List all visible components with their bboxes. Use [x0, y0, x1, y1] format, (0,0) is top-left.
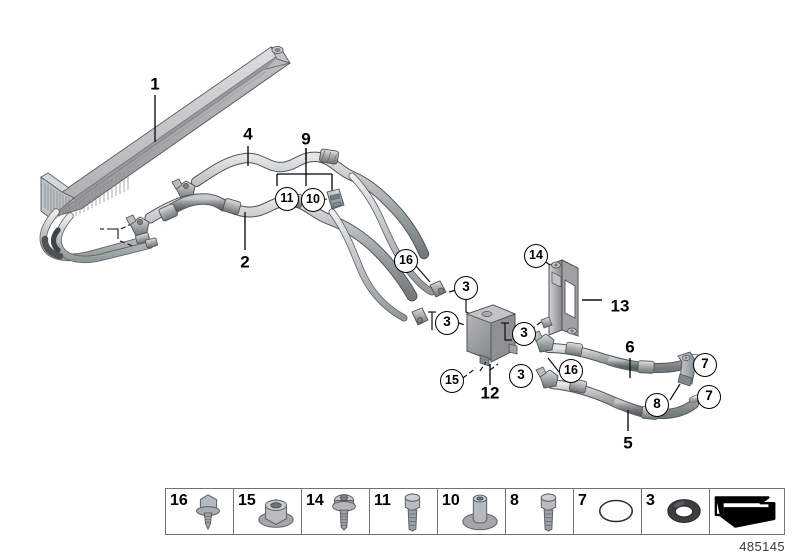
callout-bubble-3-a: 3 — [454, 276, 478, 300]
callout-bubble-14: 14 — [524, 244, 548, 268]
callout-number-5: 5 — [623, 433, 633, 453]
callout-number-9: 9 — [301, 129, 311, 149]
callout-number-2: 2 — [240, 252, 250, 272]
legend-cell-15: 15 — [234, 489, 302, 534]
legend-cell-10: 10 — [438, 489, 506, 534]
legend-number-15: 15 — [238, 492, 256, 509]
callout-number-13: 13 — [610, 296, 630, 316]
part-10-retaining-clip — [326, 188, 345, 210]
callout-number-12: 12 — [480, 383, 500, 403]
legend-cell-7: 7 — [574, 489, 642, 534]
hose-ferrule — [319, 148, 340, 166]
hex-bolt-icon — [525, 490, 571, 533]
callout-bubble-8: 8 — [645, 393, 669, 417]
legend-number-8: 8 — [510, 492, 519, 509]
callout-bubble-11: 11 — [275, 187, 299, 211]
part-13-holder-bracket — [540, 259, 579, 337]
diagram-id-number: 485145 — [739, 539, 785, 554]
part-6-oil-cooler-line — [531, 330, 706, 374]
callout-bubble-3-b: 3 — [435, 311, 459, 335]
legend-cell-11: 11 — [370, 489, 438, 534]
legend-cell-16: 16 — [166, 489, 234, 534]
o-ring-thin-icon — [593, 490, 639, 533]
legend-cell-3: 3 — [642, 489, 710, 534]
torx-flange-screw-icon — [321, 490, 367, 533]
callout-bubble-15: 15 — [440, 369, 464, 393]
legend-cell-8: 8 — [506, 489, 574, 534]
callout-number-6: 6 — [625, 337, 635, 357]
callout-bubble-16-a: 16 — [394, 249, 418, 273]
callout-bubble-10: 10 — [301, 188, 325, 212]
callout-bubble-7-b: 7 — [697, 385, 721, 409]
legend-cell-14: 14 — [302, 489, 370, 534]
legend-number-10: 10 — [442, 492, 460, 509]
flange-head-bolt-icon — [185, 490, 231, 533]
hex-bolt-icon — [389, 490, 435, 533]
callout-bubble-16-b: 16 — [559, 359, 583, 383]
callout-number-4: 4 — [243, 124, 253, 144]
callout-bubble-3-d: 3 — [509, 364, 533, 388]
line-end-fitting — [125, 214, 150, 237]
legend-number-7: 7 — [578, 492, 587, 509]
legend-number-3: 3 — [646, 492, 655, 509]
part-8-mounting-tab — [677, 351, 697, 387]
callout-bubble-7-a: 7 — [693, 353, 717, 377]
hex-nut-flange-icon — [253, 490, 299, 533]
direction-arrow-icon — [710, 489, 784, 534]
legend-number-16: 16 — [170, 492, 188, 509]
o-ring-thick-icon — [661, 490, 707, 533]
legend-number-11: 11 — [374, 492, 391, 509]
cooler-connection-pipes — [39, 208, 158, 264]
pipe-clamp-mid — [411, 307, 429, 326]
legend-number-14: 14 — [306, 492, 324, 509]
callout-number-1: 1 — [150, 74, 160, 94]
hardware-legend: 16 15 — [165, 488, 785, 535]
oil-line-descending-pipe — [328, 172, 436, 322]
part-1-transmission-oil-cooler — [40, 45, 291, 221]
pipe-clamp-upper — [429, 280, 447, 298]
callout-bubble-3-c: 3 — [512, 322, 536, 346]
callout-leader-lines — [154, 95, 631, 431]
collar-stud-icon — [457, 490, 503, 533]
